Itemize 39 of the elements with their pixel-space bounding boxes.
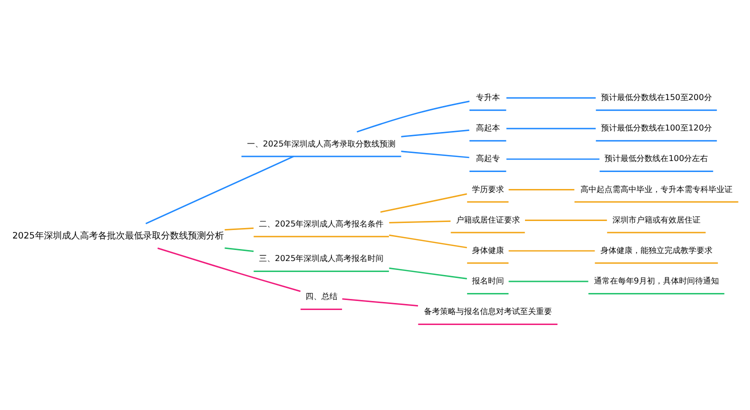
connector: [146, 156, 294, 224]
connector: [508, 280, 588, 282]
node-text: 备考策略与报名信息对考试至关重要: [424, 306, 552, 316]
node-text: 深圳市户籍或有效居住证: [612, 214, 700, 224]
connector: [356, 100, 470, 133]
node-text: 高起专: [476, 153, 500, 164]
connector: [389, 234, 468, 248]
connector: [389, 267, 467, 280]
connector: [342, 298, 418, 306]
node-text: 身体健康: [472, 244, 504, 255]
node-text: 专升本: [476, 92, 500, 102]
connector: [380, 193, 468, 213]
connector: [224, 228, 254, 231]
connector: [525, 220, 607, 221]
node-text: 预计最低分数线在100至120分: [600, 122, 712, 133]
node-text: 2025年深圳成人高考各批次最低录取分数线预测分析: [12, 231, 224, 242]
node-text: 报名时间: [472, 276, 504, 286]
node-text: 三、2025年深圳成人高考报名时间: [258, 253, 384, 264]
node-text: 一、2025年深圳成人高考录取分数线预测: [246, 138, 396, 148]
node-text: 高中起点需高中毕业，专升本需专科毕业证: [580, 184, 732, 194]
node-text: 户籍或居住证要求: [456, 214, 520, 224]
connector: [508, 250, 595, 252]
connector: [389, 220, 451, 224]
node-text: 通常在每年9月初，具体时间待通知: [594, 276, 719, 286]
node-text: 高起本: [476, 122, 500, 133]
connector: [401, 130, 470, 138]
connector: [508, 189, 574, 190]
connector: [401, 150, 470, 158]
node-text: 预计最低分数线在100分左右: [604, 153, 708, 164]
node-text: 学历要求: [472, 184, 504, 194]
connector: [224, 247, 254, 252]
node-text: 预计最低分数线在150至200分: [600, 92, 712, 102]
node-text: 二、2025年深圳成人高考报名条件: [258, 218, 384, 228]
node-text: 四、总结: [305, 291, 338, 302]
connector: [506, 97, 596, 99]
node-text: 身体健康，能独立完成教学要求: [600, 244, 712, 255]
connector: [157, 248, 301, 292]
connector: [506, 158, 600, 160]
connector: [506, 128, 596, 130]
